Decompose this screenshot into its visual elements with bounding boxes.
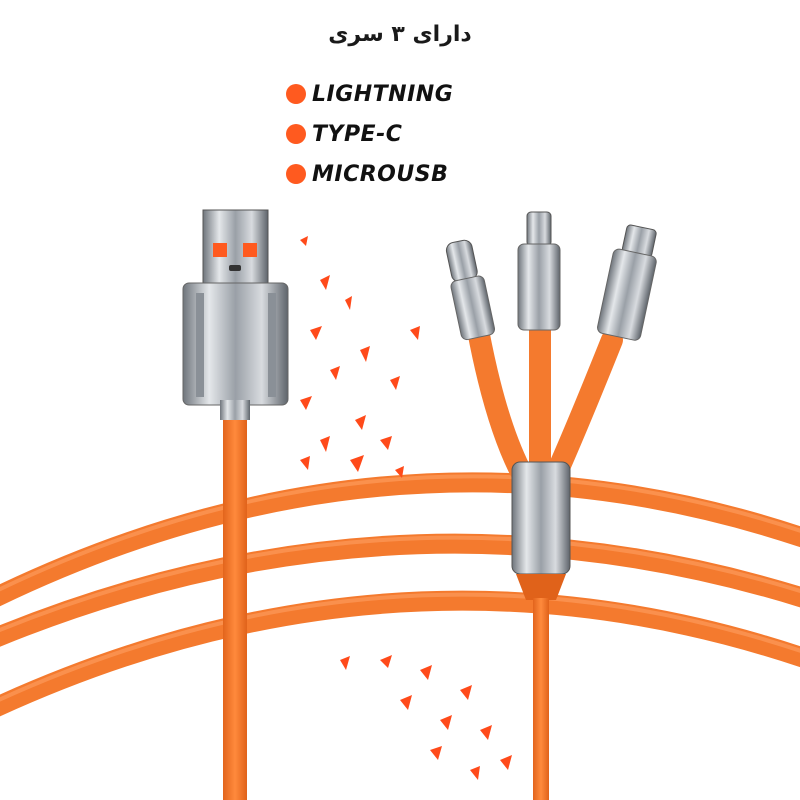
bullet-dot-icon [286,164,306,184]
feature-lightning: LIGHTNING [286,74,453,114]
usb-a-connector [182,209,289,420]
feature-label-type-c: TYPE-C [312,121,403,147]
usb-cable [223,415,247,800]
feature-type-c: TYPE-C [286,114,453,154]
splitter-cables [467,319,623,481]
feature-label-lightning: LIGHTNING [312,81,454,107]
feature-label-microusb: MICROUSB [312,161,449,187]
decorative-fragments [300,236,512,780]
microusb-connector [597,224,657,341]
type-c-connector [445,239,496,341]
bullet-dot-icon [286,124,306,144]
splitter-sleeve [511,461,571,800]
connector-feature-list: LIGHTNING TYPE-C MICROUSB [286,74,453,194]
lightning-connector [517,211,561,331]
cable-coil [0,472,800,717]
feature-microusb: MICROUSB [286,154,453,194]
bullet-dot-icon [286,84,306,104]
product-title: دارای ۳ سری [328,22,472,47]
